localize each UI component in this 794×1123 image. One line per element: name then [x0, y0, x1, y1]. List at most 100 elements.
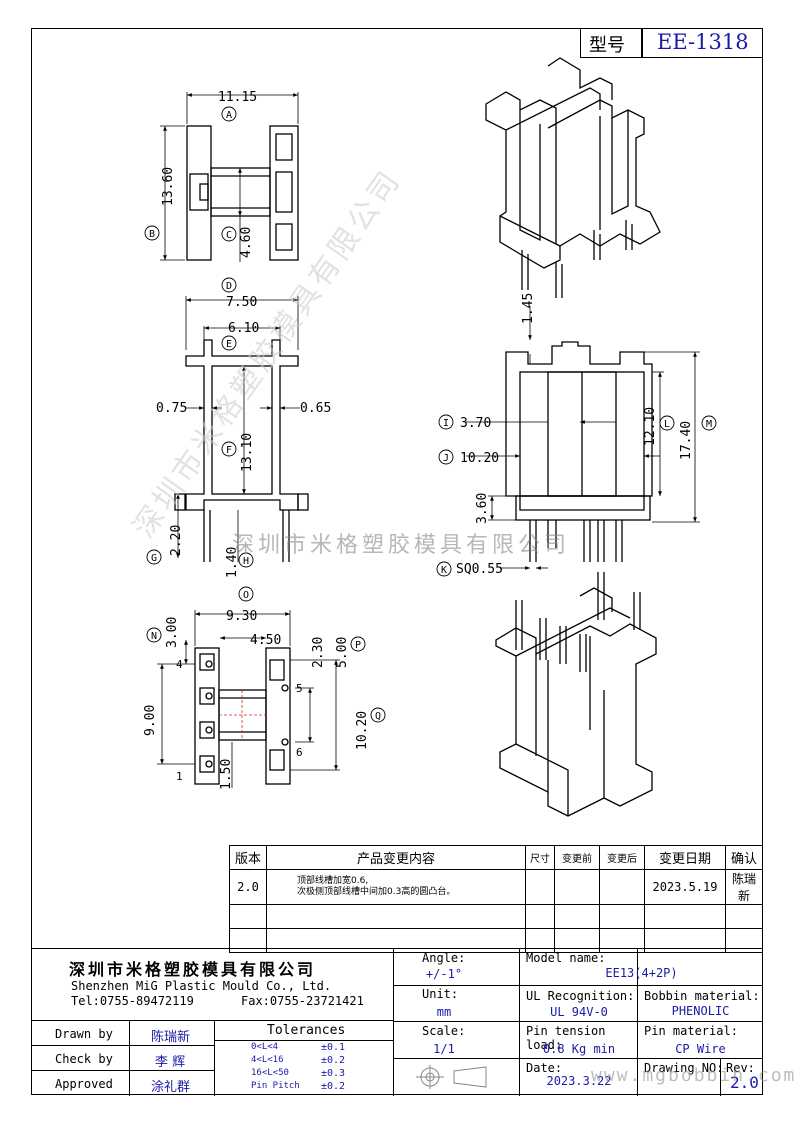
pin-material-label: Pin material:: [644, 1024, 738, 1038]
tol-range-3: Pin Pitch: [251, 1081, 300, 1091]
rev-content: 顶部线槽加宽0.6, 次极侧顶部线槽中间加0.3高的圆凸台。: [266, 869, 526, 905]
dim-inner23: 2.30: [311, 637, 326, 668]
model-label: 型号: [589, 35, 625, 56]
ref-f: F: [226, 445, 232, 456]
dim-e: 6.10: [228, 321, 259, 336]
model-number: EE-1318: [657, 30, 749, 54]
date-value: 2023.3.22: [546, 1074, 612, 1088]
company-name-en: Shenzhen MiG Plastic Mould Co., Ltd.: [71, 979, 332, 993]
check-value: 李 辉: [155, 1055, 186, 1070]
company-cell: 深圳市米格塑胶模具有限公司 Shenzhen MiG Plastic Mould…: [31, 949, 394, 1021]
rev-col-before: 变更前: [554, 845, 600, 870]
date-label: Date:: [526, 1061, 563, 1075]
ul-value: UL 94V-0: [550, 1005, 608, 1019]
isometric-view-bottom: [495, 572, 657, 817]
side-view-bobbin: [505, 341, 653, 562]
unit-label: Unit:: [422, 987, 459, 1001]
dim-a: 11.15: [218, 90, 257, 105]
tol-value-1: ±0.2: [321, 1055, 346, 1066]
company-name-cn: 深圳市米格塑胶模具有限公司: [69, 960, 317, 979]
dim-top: 1.45: [521, 293, 536, 324]
rev-col-size: 尺寸: [525, 845, 555, 870]
pin-1: 1: [176, 770, 183, 783]
tolerances-title: Tolerances: [267, 1023, 346, 1038]
model-name-value: EE13(4+2P): [605, 966, 678, 980]
company-fax: Fax:0755-23721421: [241, 994, 364, 1008]
tol-value-0: ±0.1: [321, 1042, 346, 1053]
ref-j: J: [443, 453, 449, 464]
ref-a: A: [226, 110, 232, 121]
dim-j: 10.20: [460, 451, 499, 466]
dim-h: 1.40: [225, 547, 240, 578]
approved-value: 涂礼群: [151, 1080, 191, 1095]
ref-l: L: [664, 419, 670, 430]
pin-5: 5: [296, 682, 303, 695]
rev-content-line2: 次极侧顶部线槽中间加0.3高的圆凸台。: [297, 887, 456, 897]
dim-m: 17.40: [679, 421, 694, 460]
dim-pin15: 1.50: [219, 759, 234, 790]
rev-col-date: 变更日期: [644, 845, 726, 870]
ref-i: I: [443, 418, 449, 429]
tol-range-2: 16<L<50: [251, 1068, 289, 1078]
dim-l: 12.10: [643, 407, 658, 446]
dim-l-left: 0.75: [156, 401, 187, 416]
bottom-view-bobbin: [194, 647, 291, 785]
rev-version: 2.0: [229, 869, 267, 905]
front-view-bobbin: [174, 339, 309, 562]
tol-value-3: ±0.2: [321, 1081, 346, 1092]
ref-h: H: [243, 556, 249, 567]
drawn-value: 陈瑞新: [151, 1030, 191, 1045]
pin-4: 4: [176, 658, 183, 671]
spec-column-right: Bobbin material: PHENOLIC Pin material: …: [638, 985, 763, 1096]
ref-m: M: [706, 419, 712, 430]
dim-d: 7.50: [226, 295, 257, 310]
tension-label: Pin tension load:: [526, 1024, 606, 1052]
revision-row: 2.0 顶部线槽加宽0.6, 次极侧顶部线槽中间加0.3高的圆凸台。 2023.…: [229, 869, 763, 905]
projection-symbol-icon: [416, 1065, 487, 1089]
company-tel: Tel:0755-89472119: [71, 994, 194, 1008]
watermark-horizontal: 深圳市米格塑胶模具有限公司: [232, 533, 571, 558]
model-name-label: Model name:: [526, 951, 606, 965]
tension-value: 0.8 Kg min: [542, 1042, 616, 1056]
dim-o: 9.30: [226, 609, 257, 624]
unit-value: mm: [436, 1005, 452, 1019]
approved-label: Approved: [55, 1077, 113, 1091]
model-header: 型号 EE-1318: [580, 28, 763, 58]
dim-n: 3.00: [165, 617, 180, 648]
scale-label: Scale:: [422, 1024, 466, 1038]
angle-value: +/-1°: [425, 967, 463, 981]
rev-by: 陈瑞新: [725, 869, 763, 905]
tol-range-0: 0<L<4: [251, 1042, 279, 1052]
ref-g: G: [151, 553, 157, 564]
revision-table: 版本 产品变更内容 尺寸 变更前 变更后 变更日期 确认 2.0 顶部线槽加宽0…: [229, 845, 763, 953]
ref-e: E: [226, 339, 232, 350]
ref-p: P: [355, 640, 361, 651]
rev-col-content: 产品变更内容: [266, 845, 526, 870]
title-block: 深圳市米格塑胶模具有限公司 Shenzhen MiG Plastic Mould…: [31, 948, 794, 1096]
dim-k: SQ0.55: [456, 562, 503, 577]
bobbin-value: PHENOLIC: [671, 1004, 730, 1018]
rev-value: 2.0: [730, 1073, 759, 1092]
rev-col-version: 版本: [229, 845, 267, 870]
spec-column-middle: Model name: UL Recognition: UL 94V-0 Pin…: [520, 949, 638, 1096]
dim-p: 5.00: [335, 637, 350, 668]
check-label: Check by: [55, 1052, 113, 1066]
dim-r-right: 0.65: [300, 401, 331, 416]
tol-range-1: 4<L<16: [251, 1055, 284, 1065]
ref-q: Q: [375, 711, 381, 722]
ref-d: D: [226, 281, 232, 292]
drawing-frame: [31, 28, 763, 1095]
rev-col-after: 变更后: [599, 845, 645, 870]
ref-b: B: [149, 229, 155, 240]
website-watermark: www.mgbobbin.com: [591, 1065, 794, 1086]
people-grid: Drawn by Check by Approved 陈瑞新 李 辉 涂礼群 T…: [31, 1021, 394, 1096]
ref-n: N: [151, 631, 157, 642]
ref-k: K: [441, 565, 447, 576]
rev-label: Rev:: [726, 1061, 755, 1075]
rev-date: 2023.5.19: [644, 869, 726, 905]
drawn-label: Drawn by: [55, 1027, 113, 1041]
spec-column-left: Angle: +/-1° Unit: mm Scale: 1/1: [394, 949, 520, 1096]
dim-i: 3.70: [460, 416, 491, 431]
ul-label: UL Recognition:: [526, 989, 635, 1003]
